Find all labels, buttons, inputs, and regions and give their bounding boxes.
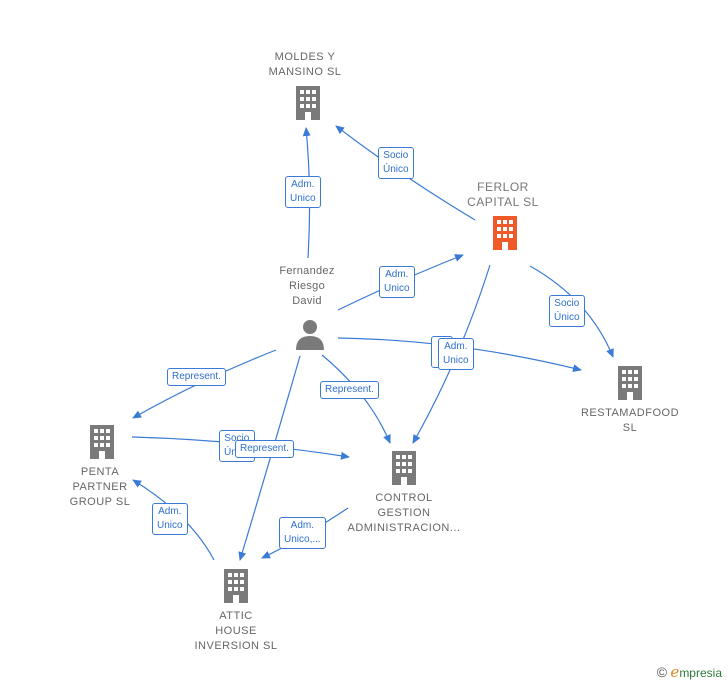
edge-label-ferlor-moldes[interactable]: Socio Único — [378, 147, 414, 179]
node-label-moldes[interactable]: MOLDES Y MANSINO SL — [268, 51, 342, 78]
edge-person-control — [321, 354, 391, 444]
edge-person-attic — [238, 355, 301, 561]
node-label-person[interactable]: Fernandez Riesgo David — [279, 265, 335, 307]
node-label-ferlor[interactable]: FERLOR CAPITAL SL — [467, 180, 539, 209]
edge-label-penta-control-rep[interactable]: Represent. — [235, 440, 294, 458]
node-label-attic[interactable]: ATTIC HOUSE INVERSION SL — [194, 610, 278, 652]
edge-label-ferlor-restamadfood[interactable]: Socio Único — [549, 295, 585, 327]
edge-label-person-control-adm[interactable]: Adm. Unico — [438, 338, 474, 370]
edge-label-person-penta[interactable]: Represent. — [167, 368, 226, 386]
building-icon — [90, 425, 114, 459]
building-icon — [224, 569, 248, 603]
building-icon — [493, 216, 517, 250]
node-label-restamadfood[interactable]: RESTAMADFOOD SL — [580, 407, 680, 434]
edge-label-control-attic[interactable]: Adm. Unico,... — [279, 517, 326, 549]
person-icon — [296, 320, 324, 350]
edge-label-person-moldes[interactable]: Adm. Unico — [285, 176, 321, 208]
node-label-control[interactable]: CONTROL GESTION ADMINISTRACION... — [347, 492, 461, 534]
edge-label-attic-penta[interactable]: Adm. Unico — [152, 503, 188, 535]
copyright-symbol: © — [656, 664, 668, 680]
building-icon — [296, 86, 320, 120]
building-icon — [618, 366, 642, 400]
brand-initial: e — [670, 663, 680, 681]
building-icon — [392, 451, 416, 485]
brand-name: mpresia — [679, 666, 722, 680]
empresia-logo: © empresia — [657, 663, 722, 681]
edge-label-person-control-rep[interactable]: Represent. — [320, 381, 379, 399]
edge-label-person-ferlor[interactable]: Adm. Unico — [379, 266, 415, 298]
node-label-penta[interactable]: PENTA PARTNER GROUP SL — [69, 466, 131, 508]
